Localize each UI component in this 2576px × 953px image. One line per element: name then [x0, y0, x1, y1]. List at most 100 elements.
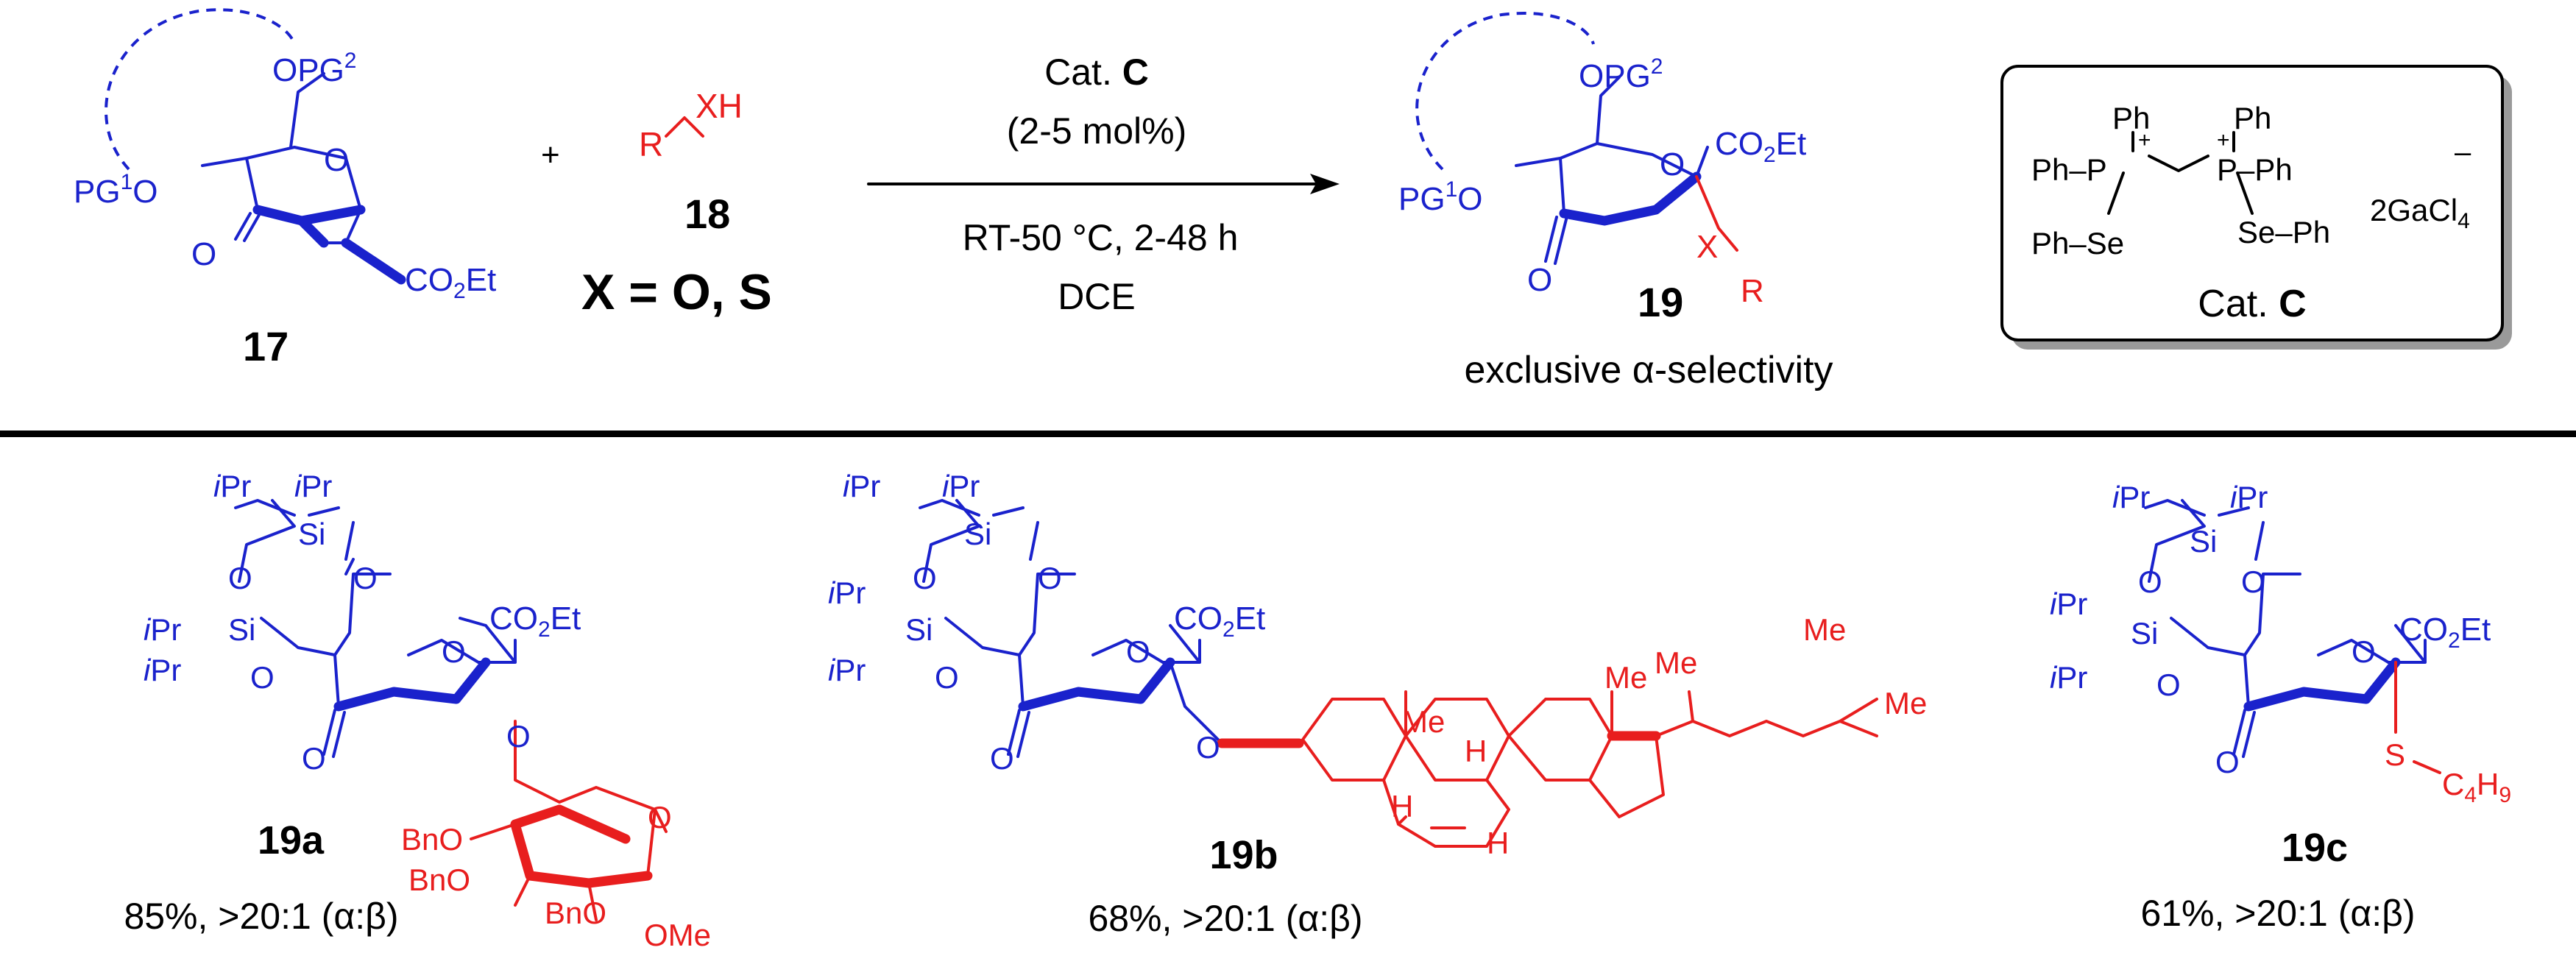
section-divider	[0, 431, 2576, 437]
catalyst-c-label: Cat. C	[2198, 283, 2306, 325]
ipr-4-19c: iPr	[2050, 660, 2087, 695]
plus-left: +	[2138, 128, 2151, 152]
ring-17-bold	[252, 205, 366, 248]
ipr-2-19b: iPr	[942, 469, 980, 503]
ketone-o-19b: O	[990, 741, 1014, 776]
x-19: X	[1696, 229, 1718, 265]
label-17: 17	[243, 323, 289, 369]
yield-19c: 61%, >20:1 (α:β)	[2140, 893, 2415, 934]
si-1-19a: Si	[298, 517, 325, 551]
r-19: R	[1741, 273, 1764, 309]
o-1-19c: O	[2138, 564, 2162, 599]
pg-tether-19	[1415, 12, 1595, 171]
o-1-19b: O	[913, 561, 937, 595]
ipr-3-19a: iPr	[144, 612, 181, 647]
ipr-1-19b: iPr	[843, 469, 880, 503]
ring-o-19a: O	[442, 634, 466, 669]
c4h9-19c: C4H9	[2442, 767, 2511, 807]
sugar-ring-o-19a: O	[648, 800, 672, 835]
ring-o-19: O	[1660, 146, 1685, 183]
o-3-19c: O	[2156, 667, 2181, 702]
ipr-3-19c: iPr	[2050, 587, 2087, 621]
o-3-19a: O	[250, 660, 275, 695]
me-2-19b: Me	[1604, 660, 1647, 695]
ipr-2-19c: iPr	[2230, 480, 2268, 514]
me-3-19b: Me	[1655, 645, 1697, 680]
ester-19: CO2Et	[1715, 126, 1806, 167]
example-19a: iPr iPr Si O O iPr Si iPr O O CO2Et O O …	[124, 469, 711, 952]
label-19c: 19c	[2282, 826, 2348, 870]
plus-sign: +	[541, 137, 560, 173]
glyco-o-19b: O	[1196, 730, 1220, 765]
si-1-19c: Si	[2190, 524, 2217, 559]
si-2-19a: Si	[228, 612, 255, 647]
ring-o-17: O	[324, 142, 349, 178]
o-2-19b: O	[1038, 561, 1062, 595]
o-2-19a: O	[353, 561, 378, 595]
ph-p-left: Ph–P	[2031, 152, 2107, 187]
ph-top-left: Ph	[2112, 101, 2150, 135]
ketone-o-19c: O	[2215, 745, 2240, 779]
me-5-19b: Me	[1884, 686, 1927, 720]
temp-time: RT-50 °C, 2-48 h	[963, 217, 1239, 258]
o-3-19b: O	[935, 660, 959, 695]
x-definition: X = O, S	[581, 264, 772, 320]
yield-19b: 68%, >20:1 (α:β)	[1088, 898, 1362, 939]
ring-o-19b: O	[1126, 634, 1150, 669]
ring-17	[201, 146, 362, 211]
si-2-19b: Si	[905, 612, 933, 647]
ester-19a: CO2Et	[489, 601, 581, 642]
reactant-18: R XH 18 X = O, S	[581, 87, 772, 320]
p-ph-right: P–Ph	[2217, 152, 2293, 187]
ester-19b: CO2Et	[1174, 601, 1265, 642]
ipr-4-19a: iPr	[144, 653, 181, 687]
me-1-19b: Me	[1402, 704, 1445, 739]
counter-charge: –	[2455, 136, 2471, 169]
label-18: 18	[684, 191, 730, 237]
ph-top-right: Ph	[2234, 101, 2271, 135]
glyco-o-19a: O	[506, 719, 531, 754]
si-1-19b: Si	[964, 517, 991, 551]
ph-se-left: Ph–Se	[2031, 226, 2124, 261]
catalyst-c-box: Ph Ph–P + Ph P–Ph + Ph–Se Se–Ph 2GaCl4 –…	[2000, 65, 2512, 350]
counter-ion: 2GaCl4	[2370, 193, 2470, 233]
ester-17: CO2Et	[405, 262, 496, 303]
yield-19a: 85%, >20:1 (α:β)	[124, 896, 398, 937]
selectivity-caption: exclusive α-selectivity	[1464, 349, 1833, 392]
si-2-19c: Si	[2131, 616, 2158, 651]
me-4-19b: Me	[1803, 612, 1846, 647]
reactant-17: OPG2 PG1O O O CO2Et 17	[74, 8, 496, 369]
catalyst-label: Cat. C	[1044, 52, 1149, 93]
product-19: OPG2 PG1O O O CO2Et X R 19 exclusive α-s…	[1398, 12, 1833, 392]
bno-1-19a: BnO	[401, 822, 463, 857]
example-19b: iPr iPr Si O O iPr Si iPr O O CO2Et O O …	[828, 469, 1927, 939]
opg2-17: OPG2	[272, 49, 356, 88]
plus-right: +	[2217, 128, 2230, 152]
xh-18: XH	[696, 87, 743, 125]
pg1-o-19: PG1O	[1398, 177, 1483, 217]
catalyst-loading: (2-5 mol%)	[1007, 110, 1186, 152]
bno-2-19a: BnO	[408, 862, 470, 897]
label-19a: 19a	[258, 818, 325, 862]
example-19c: iPr iPr Si O O iPr Si iPr O O CO2Et O S …	[2050, 480, 2511, 934]
bno-3-19a: BnO	[545, 896, 606, 930]
ketone-o-19a: O	[302, 741, 326, 776]
pg1-o-17: PG1O	[74, 170, 158, 210]
s-19c: S	[2385, 737, 2405, 772]
h-3-19b: H	[1487, 826, 1509, 860]
r-18: R	[639, 125, 663, 163]
h-2-19b: H	[1391, 789, 1413, 823]
reaction-arrow	[867, 174, 1340, 194]
ome-19a: OMe	[644, 918, 711, 952]
ipr-1-19c: iPr	[2112, 480, 2150, 514]
ketone-o-17: O	[191, 236, 216, 272]
h-1-19b: H	[1465, 734, 1487, 768]
solvent: DCE	[1058, 276, 1136, 317]
se-ph-right: Se–Ph	[2237, 215, 2330, 249]
o-1-19a: O	[228, 561, 252, 595]
o-2-19c: O	[2241, 564, 2265, 599]
ipr-4-19b: iPr	[828, 653, 866, 687]
label-19: 19	[1638, 279, 1683, 325]
ring-o-19c: O	[2352, 634, 2376, 669]
